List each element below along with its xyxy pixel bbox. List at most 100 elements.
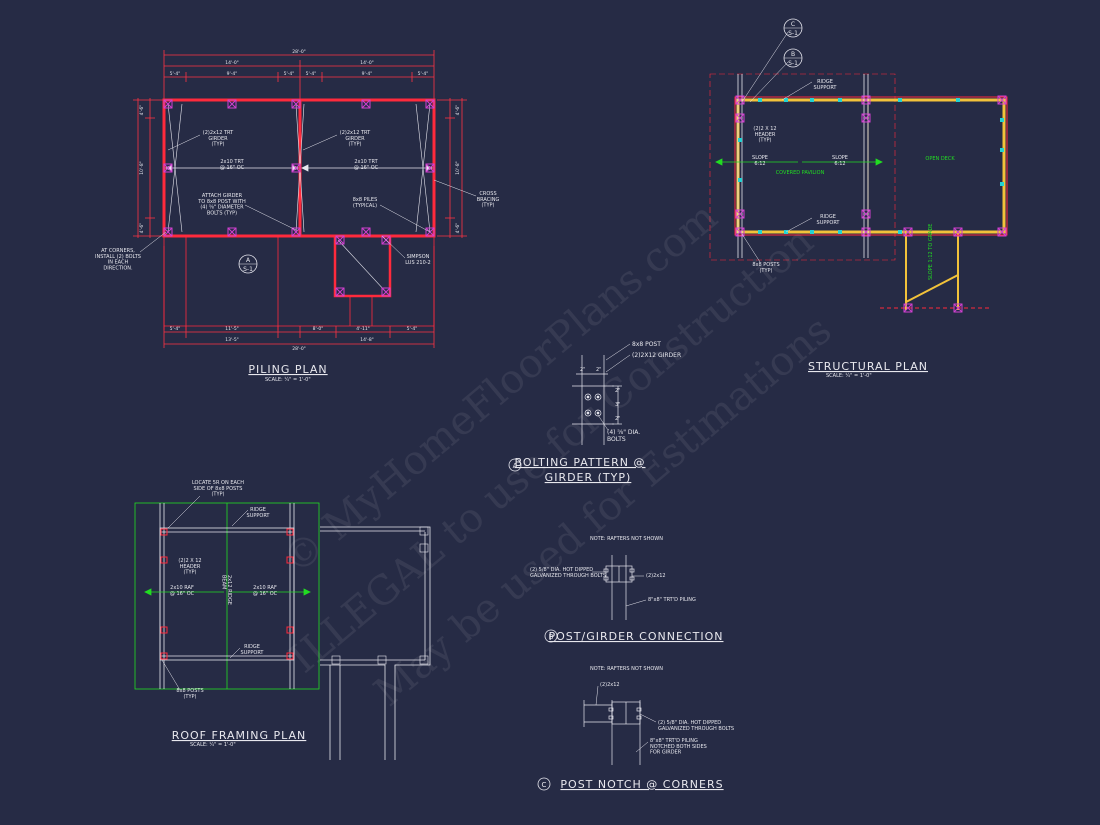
dim-top-sub: 5'-4" bbox=[306, 71, 317, 77]
bolting-title-line2: GIRDER (TYP) bbox=[545, 471, 632, 484]
post-connector bbox=[286, 556, 294, 564]
pile-symbol bbox=[291, 163, 301, 173]
connector-symbol bbox=[898, 98, 902, 102]
dim-left: 10'-8" bbox=[139, 161, 145, 175]
pile-cross bbox=[291, 163, 301, 173]
callout-sheet: S-1 bbox=[243, 266, 253, 273]
roof-framing-title: ROOF FRAMING PLAN bbox=[172, 729, 307, 742]
callout-a-s1[interactable]: A S-1 bbox=[238, 254, 258, 274]
structural-leaders bbox=[741, 31, 813, 263]
connector-symbol bbox=[838, 230, 842, 234]
pile-symbol bbox=[425, 99, 435, 109]
structural-connectors bbox=[738, 98, 1004, 234]
note-raf-left: 2x10 RAF@ 16" OC bbox=[170, 585, 195, 597]
pile-symbol bbox=[425, 163, 435, 173]
roof-framing-scale: SCALE: ¼" = 1'-0" bbox=[190, 742, 236, 748]
pile-symbol bbox=[903, 303, 913, 313]
connector-symbol bbox=[1000, 182, 1004, 186]
pile-symbol bbox=[381, 287, 391, 297]
post-connector bbox=[160, 528, 168, 536]
connector-symbol bbox=[1000, 118, 1004, 122]
post-notch-title: POST NOTCH @ CORNERS bbox=[560, 778, 723, 791]
pile-symbol bbox=[335, 235, 345, 245]
adjacent-posts bbox=[331, 526, 429, 665]
dim-top-sub: 5'-4" bbox=[418, 71, 429, 77]
callout-sheet: S-1 bbox=[788, 30, 798, 37]
note-ridge-beam: 2x12 RIDGEBEAM bbox=[220, 575, 232, 605]
dim-top-left: 14'-0" bbox=[225, 60, 239, 66]
pile-cross bbox=[291, 99, 301, 109]
dim-bottom-mid: 13'-5" bbox=[225, 337, 239, 343]
dim-overall-bottom: 28'-0" bbox=[292, 346, 306, 352]
note-bolts: (4) ⅝" DIA.BOLTS bbox=[607, 429, 640, 443]
note-joist-left: 2x10 TRT@ 16" OC bbox=[220, 159, 245, 171]
pile-cross bbox=[425, 99, 435, 109]
dim-right: 10'-8" bbox=[455, 161, 461, 175]
roof-framing-lines bbox=[159, 503, 431, 760]
dim-bottom-mid: 14'-8" bbox=[360, 337, 374, 343]
bolt-dim: 2" bbox=[615, 388, 620, 394]
pile-symbol bbox=[381, 235, 391, 245]
post-square bbox=[331, 655, 341, 665]
piling-plan-scale: SCALE: ¼" = 1'-0" bbox=[265, 377, 311, 383]
bolt-dim: 2" bbox=[615, 416, 620, 422]
pile-cross bbox=[291, 227, 301, 237]
detail-marker-b: B bbox=[544, 629, 558, 643]
note-rafters-not-shown: NOTE: RAFTERS NOT SHOWN bbox=[590, 536, 663, 542]
dim-left: 4'-6" bbox=[139, 105, 145, 116]
pile-symbol bbox=[227, 227, 237, 237]
post-connector bbox=[160, 652, 168, 660]
callout-c-s1[interactable]: C S-1 bbox=[783, 18, 803, 38]
note-covered-pavilion: COVERED PAVILION bbox=[776, 170, 825, 176]
piling-leaders bbox=[139, 134, 477, 259]
connector-symbol bbox=[738, 178, 742, 182]
pile-cross bbox=[227, 227, 237, 237]
piling-plan: 28'-0" 14'-0" 14'-0" 5'-4" 9'-4" 5'-4" 5… bbox=[95, 49, 499, 383]
pile-cross bbox=[997, 227, 1007, 237]
bolting-title-line1: BOLTING PATTERN @ bbox=[514, 456, 645, 469]
pile-symbol bbox=[861, 209, 871, 219]
note-rafters-not-shown: NOTE: RAFTERS NOT SHOWN bbox=[590, 666, 663, 672]
note-slope-ramp: SLOPE 1:12 TO GRADE bbox=[928, 224, 934, 280]
dim-bottom-sub: 11'-5" bbox=[225, 326, 239, 332]
pile-symbol bbox=[953, 303, 963, 313]
pile-symbol bbox=[735, 95, 745, 105]
pile-symbol bbox=[163, 227, 173, 237]
dim-overall-top: 28'-0" bbox=[292, 49, 306, 55]
piling-plan-title: PILING PLAN bbox=[248, 363, 327, 376]
structural-plan-title: STRUCTURAL PLAN bbox=[808, 360, 928, 373]
post-connector bbox=[286, 626, 294, 634]
pile-symbol bbox=[425, 227, 435, 237]
pile-symbol bbox=[861, 113, 871, 123]
rafter-arrows bbox=[144, 588, 311, 596]
connector-symbol bbox=[898, 230, 902, 234]
callout-b-s1[interactable]: B S-1 bbox=[783, 48, 803, 68]
post-connector bbox=[160, 626, 168, 634]
bolt-dim: 2" bbox=[580, 367, 585, 373]
pile-markers bbox=[163, 99, 435, 297]
post-girder-detail: NOTE: RAFTERS NOT SHOWN (2) 5/8" DIA. HO… bbox=[530, 536, 722, 643]
pile-symbol bbox=[163, 163, 173, 173]
pile-cross bbox=[163, 99, 173, 109]
pile-symbol bbox=[861, 95, 871, 105]
note-posts: 8x8 POSTS(TYP) bbox=[176, 688, 203, 700]
dim-bottom-sub: 4'-11" bbox=[356, 326, 370, 332]
pile-symbol bbox=[291, 227, 301, 237]
pile-symbol bbox=[735, 227, 745, 237]
pile-symbol bbox=[903, 227, 913, 237]
pile-cross bbox=[163, 227, 173, 237]
watermark-line2: ILLEGAL to use for Construction bbox=[281, 218, 822, 682]
pile-symbol bbox=[997, 95, 1007, 105]
pile-symbol bbox=[735, 209, 745, 219]
slope-arrows bbox=[715, 158, 883, 166]
note-joist-right: 2x10 TRT@ 16" OC bbox=[354, 159, 379, 171]
dim-left: 4'-6" bbox=[139, 223, 145, 234]
